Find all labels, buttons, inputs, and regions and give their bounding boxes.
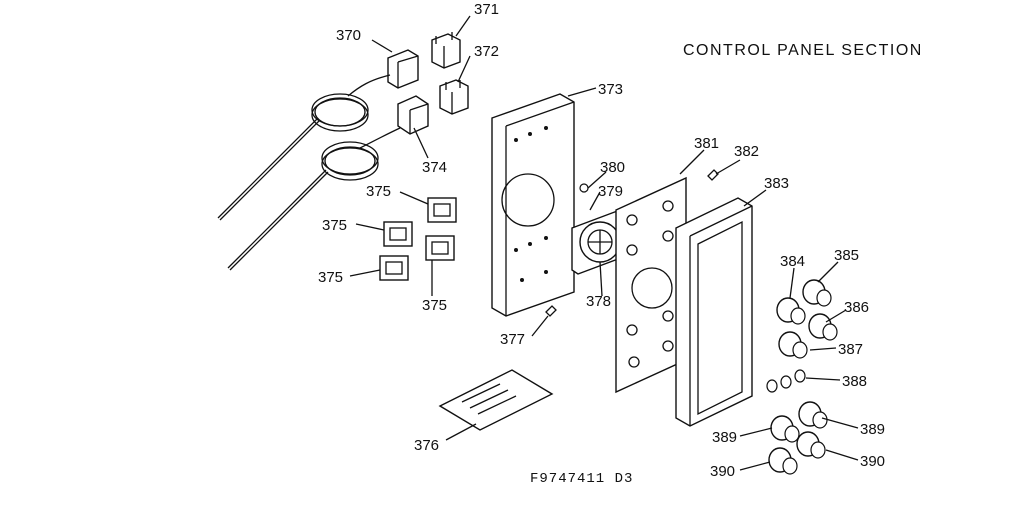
part-390-knob-a (768, 447, 798, 475)
part-385-knob (802, 279, 832, 307)
part-382-screw (707, 169, 719, 181)
label-390-a: 390 (710, 463, 735, 480)
label-389-a: 389 (712, 429, 737, 446)
label-390-b: 390 (860, 453, 885, 470)
part-390-knob-b (796, 431, 826, 459)
label-386: 386 (844, 299, 869, 316)
label-375-a: 375 (366, 183, 391, 200)
label-388: 388 (842, 373, 867, 390)
part-371-switch (431, 32, 461, 69)
label-384: 384 (780, 253, 805, 270)
part-370-thermostat (217, 49, 419, 221)
part-389-knob-a (770, 415, 800, 443)
part-374-thermostat (227, 95, 429, 271)
part-377-screw (545, 305, 557, 317)
label-375-b: 375 (322, 217, 347, 234)
part-378-timer (571, 209, 627, 275)
part-labels: 370 371 372 373 374 375 375 375 375 376 … (318, 1, 885, 480)
part-375-switch-a (427, 197, 457, 223)
part-372-switch (439, 79, 469, 115)
label-375-c: 375 (318, 269, 343, 286)
label-381: 381 (694, 135, 719, 152)
label-383: 383 (764, 175, 789, 192)
part-389-knob-b (798, 401, 828, 429)
label-371: 371 (474, 1, 499, 18)
label-379: 379 (598, 183, 623, 200)
part-376-card (438, 369, 554, 431)
part-388-indicator (766, 369, 806, 393)
label-373: 373 (598, 81, 623, 98)
label-389-b: 389 (860, 421, 885, 438)
leader-lines (349, 15, 859, 471)
diagram-footer-code: F9747411 D3 (530, 471, 633, 487)
label-376: 376 (414, 437, 439, 454)
part-375-switch-b (383, 221, 413, 247)
part-383-frame (675, 197, 753, 427)
diagram-title: CONTROL PANEL SECTION (683, 42, 923, 59)
label-374: 374 (422, 159, 447, 176)
label-385: 385 (834, 247, 859, 264)
part-375-switch-c (425, 235, 455, 261)
label-387: 387 (838, 341, 863, 358)
label-375-d: 375 (422, 297, 447, 314)
label-380: 380 (600, 159, 625, 176)
part-387-knob (778, 331, 808, 359)
label-370: 370 (336, 27, 361, 44)
part-373-bracket (491, 93, 575, 317)
label-372: 372 (474, 43, 499, 60)
label-377: 377 (500, 331, 525, 348)
part-375-switch-d (379, 255, 409, 281)
part-384-knob (776, 297, 806, 325)
label-378: 378 (586, 293, 611, 310)
label-382: 382 (734, 143, 759, 160)
part-380-screw (579, 183, 589, 193)
part-386-knob (808, 313, 838, 341)
